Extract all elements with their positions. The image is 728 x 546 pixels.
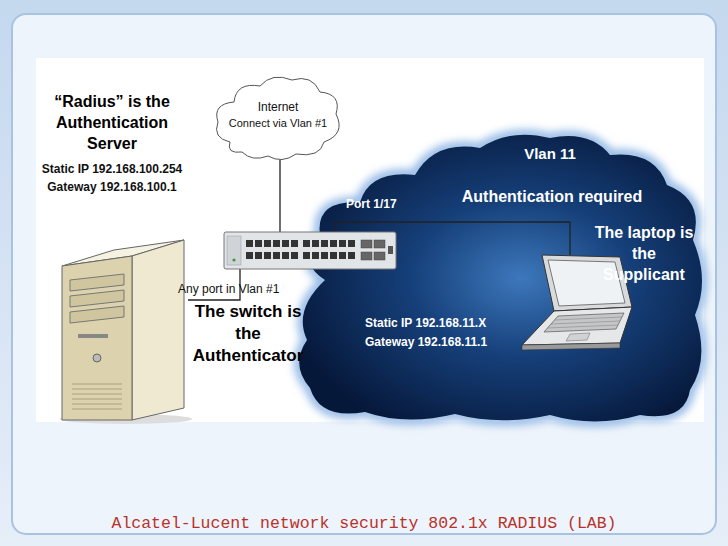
laptop-base — [522, 307, 632, 345]
switch-port — [330, 240, 337, 247]
drive-bay — [70, 306, 124, 323]
cloud-glow — [299, 135, 702, 422]
keyboard-row — [551, 321, 620, 324]
network-link — [279, 160, 280, 232]
switch-port — [348, 240, 355, 247]
switch-port — [339, 252, 346, 259]
laptop-ip: Static IP 192.168.11.X — [365, 316, 515, 331]
vlan-name: Vlan 11 — [480, 145, 620, 164]
switch-port — [312, 240, 319, 247]
switch-role: The switch is the Authenticator — [183, 301, 313, 367]
switch-port — [255, 240, 262, 247]
laptop-touchpad — [566, 333, 590, 341]
link-label: Port 1/17 — [346, 197, 397, 212]
switch-node-outline — [224, 232, 396, 269]
switch-port — [264, 252, 271, 259]
switch-logo-panel — [227, 236, 241, 265]
vlan-cloud-node: Vlan 11 Authentication requiredThe laptop… — [295, 130, 707, 425]
switch-node: The switch is the Authenticator — [224, 232, 396, 269]
laptop-gateway: Gateway 192.168.11.1 — [365, 335, 515, 350]
switch-port — [330, 252, 337, 259]
power-button — [93, 354, 101, 362]
switch-port — [264, 240, 271, 247]
internet-label: Internet — [222, 100, 334, 115]
vlan-note: Authentication required — [437, 187, 667, 207]
slide-panel — [12, 14, 716, 534]
vlan-cloud — [299, 135, 702, 422]
server-ip: Static IP 192.168.100.254 — [32, 162, 192, 177]
switch-port — [273, 252, 280, 259]
switch-port — [321, 252, 328, 259]
picture-area — [36, 58, 704, 422]
keyboard-row — [555, 317, 623, 320]
vent-slot — [72, 384, 122, 385]
server-heading: “Radius” is the Authentication Server — [32, 92, 192, 154]
switch-body — [224, 232, 396, 269]
server-side — [132, 240, 184, 420]
sfp-port — [361, 252, 372, 260]
vent-slot — [72, 389, 122, 390]
switch-port — [282, 252, 289, 259]
authentication-server-outline — [58, 226, 188, 422]
switch-port — [291, 240, 298, 247]
drive-bay — [70, 290, 124, 307]
server-front — [62, 256, 132, 420]
server-gateway: Gateway 192.168.100.1 — [32, 180, 192, 195]
switch-port — [348, 252, 355, 259]
sfp-port — [374, 252, 385, 260]
switch-port — [303, 240, 310, 247]
switch-port — [273, 240, 280, 247]
switch-port — [246, 240, 253, 247]
laptop-edge — [522, 343, 620, 350]
link-label: Any port in Vlan #1 — [178, 282, 279, 297]
switch-port — [303, 252, 310, 259]
switch-port — [291, 252, 298, 259]
console-port — [388, 246, 393, 254]
switch-port — [246, 252, 253, 259]
drive-bay — [70, 274, 124, 291]
vent-slot — [72, 409, 122, 410]
keyboard-row — [548, 325, 619, 328]
laptop-role: The laptop is the Supplicant — [594, 223, 694, 285]
internet-note: Connect via Vlan #1 — [212, 117, 344, 131]
slide-caption: Alcatel-Lucent network security 802.1x R… — [0, 514, 728, 535]
internet-cloud-node: InternetConnect via Vlan #1 — [212, 72, 344, 160]
switch-port — [312, 252, 319, 259]
switch-port — [255, 252, 262, 259]
vent-slot — [72, 394, 122, 395]
switch-port — [321, 240, 328, 247]
vent-slot — [72, 399, 122, 400]
authentication-server: “Radius” is the Authentication ServerSta… — [58, 226, 188, 422]
vent-slot — [72, 404, 122, 405]
supplicant-laptop: The laptop is the SupplicantStatic IP 19… — [520, 255, 645, 350]
laptop-keyboard — [544, 313, 624, 332]
laptop-screen-frame — [542, 255, 632, 311]
sfp-port — [374, 240, 385, 248]
status-led — [232, 258, 235, 261]
internet-cloud-node-outline — [212, 72, 344, 160]
switch-port — [282, 240, 289, 247]
switch-port — [339, 240, 346, 247]
floppy-slot — [78, 334, 108, 338]
sfp-port — [361, 240, 372, 248]
